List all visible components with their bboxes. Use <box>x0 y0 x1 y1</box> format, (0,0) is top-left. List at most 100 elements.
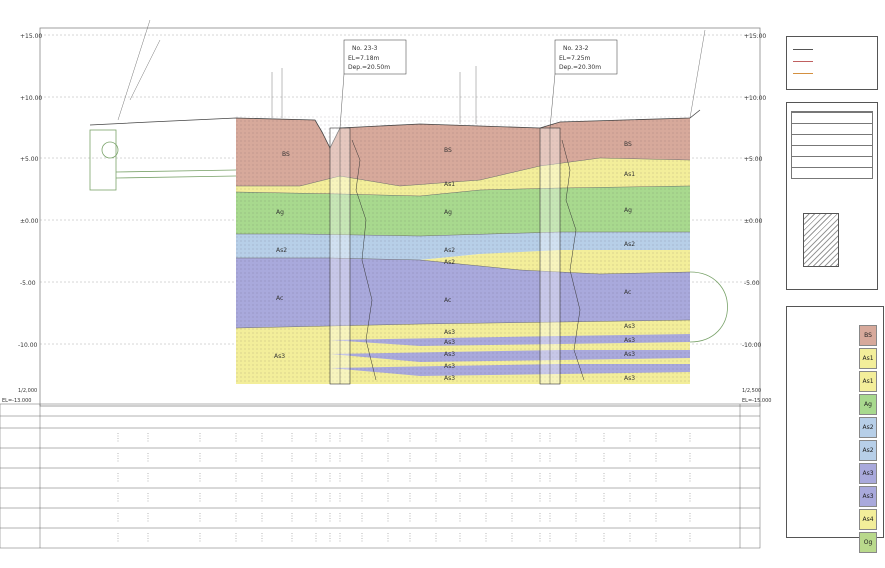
section-label: Ac <box>444 297 451 304</box>
legend-geology-swatch: As2 <box>859 417 877 438</box>
legend-geology-swatch: As3 <box>859 486 877 507</box>
section-label: As2 <box>276 247 287 254</box>
section-label: As2 <box>444 247 455 254</box>
section-label: As1 <box>444 181 455 188</box>
annotation-leaders <box>117 19 706 124</box>
section-label: As3 <box>624 375 635 382</box>
scale-horizontal-left: 1/2,000 <box>18 388 37 394</box>
structure-line <box>115 175 237 179</box>
elevation-label: +15.00 <box>744 33 766 40</box>
legend-borehole-sample <box>803 213 839 267</box>
layer-boundaries <box>235 157 691 329</box>
borehole-number: No. 23-3 <box>352 45 378 52</box>
geological-layers <box>89 109 701 384</box>
callout-leader <box>549 73 556 129</box>
spt-curve <box>561 139 585 381</box>
stipple-texture <box>236 116 690 384</box>
right-loop-line <box>689 271 728 343</box>
ground-surface-line <box>89 109 701 149</box>
section-label: As3 <box>444 339 455 346</box>
elevation-label: ±0.00 <box>20 218 39 225</box>
section-label: As1 <box>624 171 635 178</box>
leader-line <box>129 39 161 101</box>
section-label: Ag <box>624 207 632 214</box>
elevation-label: +15.00 <box>20 33 42 40</box>
borehole-elevation: EL=7.25m <box>559 55 591 62</box>
leader-line <box>117 19 151 121</box>
elevation-label: +10.00 <box>744 95 766 102</box>
section-label: Ac <box>624 289 631 296</box>
scale-elevation-left: EL=-13.000 <box>2 398 31 404</box>
elevation-labels-right: +15.00 +10.00 +5.00 ±0.00 -5.00 -10.00 <box>742 33 766 349</box>
legend-geology-swatch: As2 <box>859 440 877 461</box>
table-border <box>0 403 761 549</box>
elevation-label: +5.00 <box>20 156 39 163</box>
elevation-label: -5.00 <box>20 280 36 287</box>
boundary-line <box>235 319 691 329</box>
section-label: As3 <box>444 375 455 382</box>
legend-geology-swatch: Og <box>859 532 877 553</box>
drawing-frame <box>39 27 761 407</box>
section-label: As3 <box>444 329 455 336</box>
section-label: Ac <box>276 295 283 302</box>
section-label: As2 <box>444 259 455 266</box>
scale-labels: 1/2,000 EL=-13.000 1/2,500 EL=-15.000 <box>2 388 771 404</box>
boundary-line <box>236 257 691 275</box>
boundary-line <box>236 157 691 187</box>
borehole-callout <box>343 39 407 75</box>
borehole-number: No. 23-2 <box>563 45 589 52</box>
elevation-label: +10.00 <box>20 95 42 102</box>
boundary-line <box>235 185 691 197</box>
section-label: As3 <box>624 337 635 344</box>
scale-horizontal-right: 1/2,500 <box>742 388 761 394</box>
structure-line <box>115 169 237 173</box>
spt-curve <box>351 139 377 381</box>
legend-line-item <box>793 49 813 50</box>
left-structure <box>89 129 237 191</box>
legend-symbols-panel <box>786 102 878 290</box>
elevation-label: +5.00 <box>744 156 763 163</box>
borehole-23-3: No. 23-3 EL=7.18m Dep.=20.50m <box>329 39 407 385</box>
elevation-label: -5.00 <box>744 280 760 287</box>
boundary-line <box>236 231 690 237</box>
section-label: BS <box>444 147 452 154</box>
borehole-23-2: No. 23-2 EL=7.25m Dep.=20.30m <box>539 39 618 385</box>
borehole-depth: Dep.=20.30m <box>559 64 601 71</box>
structure-outline <box>89 129 117 191</box>
elevation-label: -10.00 <box>742 342 762 349</box>
section-label: As3 <box>274 353 285 360</box>
legend-geology-swatch: Ag <box>859 394 877 415</box>
legend-lines-panel <box>786 36 878 90</box>
section-label: BS <box>624 141 632 148</box>
borehole-depth: Dep.=20.50m <box>348 64 390 71</box>
elevation-label: -10.00 <box>18 342 38 349</box>
section-labels: BS BS BS As1 As1 Ag Ag Ag As2 As2 As2 As… <box>274 141 635 382</box>
legend-symbol-grid <box>791 111 873 179</box>
section-label: BS <box>282 151 290 158</box>
section-label: As3 <box>444 363 455 370</box>
leader-line <box>689 29 706 119</box>
legend-geology-swatch: As4 <box>859 509 877 530</box>
legend-geology-swatch: As3 <box>859 463 877 484</box>
station-value-ticks <box>117 433 691 543</box>
callout-leader <box>339 73 345 129</box>
bottom-data-table <box>0 403 761 549</box>
scale-elevation-right: EL=-15.000 <box>742 398 771 404</box>
borehole-callout <box>554 39 618 75</box>
structure-pipe <box>101 141 119 159</box>
legend-geology-swatch: As1 <box>859 371 877 392</box>
legend-line-item <box>793 61 813 62</box>
section-label: As2 <box>624 241 635 248</box>
elevation-label: ±0.00 <box>744 218 763 225</box>
legend-geology-swatch: BS <box>859 325 877 346</box>
section-label: Ag <box>276 209 284 216</box>
section-label: As3 <box>624 351 635 358</box>
borehole-elevation: EL=7.18m <box>348 55 380 62</box>
section-label: As3 <box>444 351 455 358</box>
elevation-labels-left: +15.00 +10.00 +5.00 ±0.00 -5.00 -10.00 <box>18 33 42 349</box>
section-label: As3 <box>624 323 635 330</box>
legend-line-item <box>793 73 813 74</box>
